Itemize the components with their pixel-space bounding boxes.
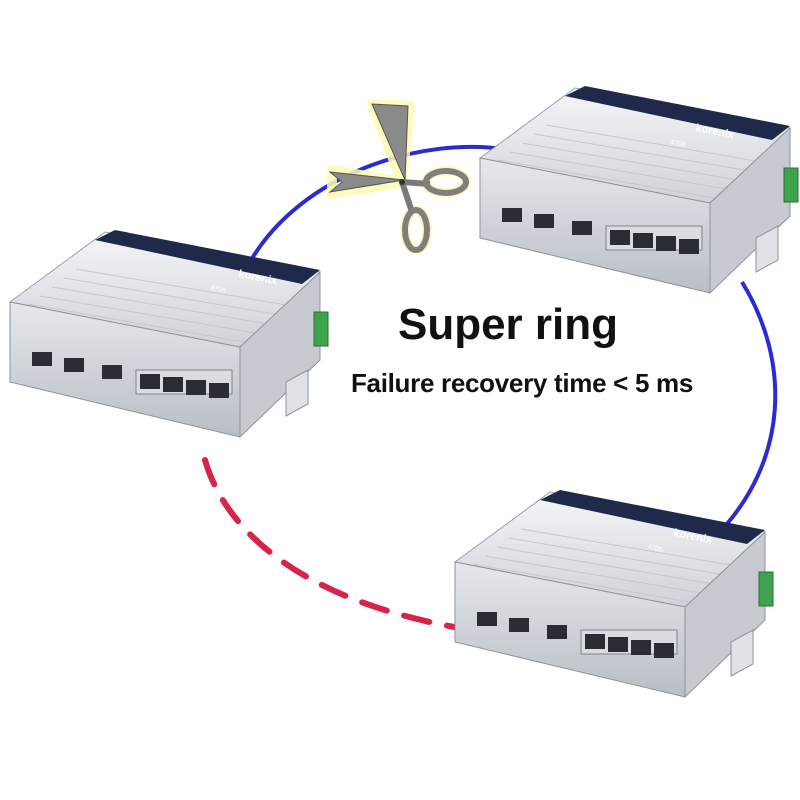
- model-label: 4706: [647, 544, 664, 554]
- switch-device-2: korenix 4706: [479, 85, 799, 294]
- switch-device-1: korenix 4706: [9, 229, 329, 438]
- diagram-subtitle: Failure recovery time < 5 ms: [350, 368, 694, 398]
- model-label: 4706: [670, 139, 687, 149]
- model-label: 4706: [210, 285, 227, 295]
- standby-link-left: [202, 457, 463, 631]
- diagram-title: Super ring: [397, 300, 619, 349]
- active-link-top: [248, 145, 511, 263]
- active-link-right: [714, 280, 778, 538]
- scissors-icon: [327, 99, 471, 255]
- switch-device-3: korenix 4706: [454, 489, 774, 698]
